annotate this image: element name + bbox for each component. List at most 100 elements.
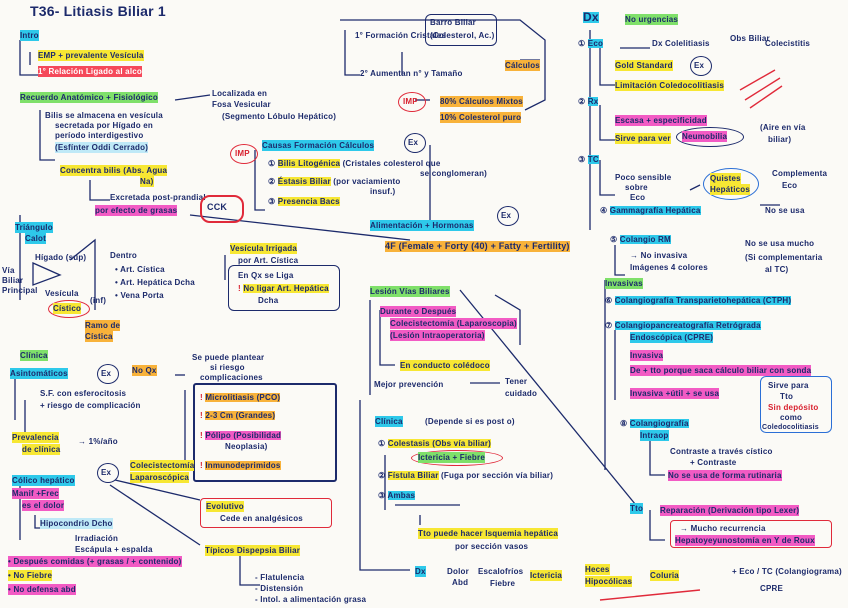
tc-2: sobre — [625, 183, 648, 192]
hepat: Hepatoyeyunostomía en Y de Roux — [675, 535, 815, 546]
form-line-3: (Colesterol, Ac.) — [430, 31, 495, 40]
gamma-2: No se usa — [765, 206, 805, 215]
imp-circle-2 — [230, 144, 258, 164]
inmuno-line: ! Inmunodeprimidos — [200, 461, 281, 470]
les-line-1: Durante o Después — [380, 306, 457, 317]
concentra-line-1: Concentra bilis (Abs. Agua — [60, 165, 168, 176]
macro-line: ! 2-3 Cm (Grandes) — [200, 411, 276, 420]
ramo-label: Ramo de — [85, 320, 121, 331]
prevalencia-line-2: de clínica — [22, 444, 61, 455]
heces-line-1: Heces — [585, 564, 610, 575]
cpre-3: Invasiva — [630, 350, 664, 361]
form-line-2: Barro Biliar — [430, 18, 476, 27]
colico-line-3: es el dolor — [22, 500, 65, 511]
excretada-line-2: por efecto de grasas — [95, 205, 178, 216]
icter-bottom: Ictericia — [530, 570, 563, 581]
les-line-7: cuidado — [505, 389, 538, 398]
causa-1-b: se conglomeran) — [420, 169, 488, 178]
colico-line-2: Manif +Frec — [12, 488, 59, 499]
flat-line-2: - Distensión — [255, 584, 304, 593]
asint-ex-label: Ex — [101, 369, 112, 378]
sirve-5: Coledocolitiasis — [762, 424, 819, 431]
colrm-4: (Si complementaria — [745, 253, 823, 262]
vesicula-label: Vesícula — [45, 289, 79, 298]
tipicos-line: Típicos Dispepsia Biliar — [205, 545, 301, 556]
tc-6: Complementa — [772, 169, 828, 178]
evol-line-2: Cede en analgésicos — [220, 514, 303, 523]
heces-line-2: Hipocólicas — [585, 576, 633, 587]
ali-ex-circle — [497, 206, 519, 226]
causa-2-b: insuf.) — [370, 187, 396, 196]
cli-2: ② Fístula Biliar (Fuga por sección vía b… — [378, 471, 554, 480]
colrm-5: al TC) — [765, 265, 789, 274]
colrm-2: Imágenes 4 colores — [630, 263, 708, 272]
imp-label-2: IMP — [235, 149, 250, 158]
colico-ex-circle — [97, 463, 119, 483]
rx-4: (Aire en vía — [760, 123, 806, 132]
tto-line-2: por sección vasos — [455, 542, 529, 551]
dx-heading: Dx — [583, 10, 599, 24]
principal-label: Principal — [2, 286, 38, 295]
gamma-row: ④ Gammagrafía Hepática — [600, 206, 701, 215]
reparacion: Reparación (Derivación tipo Lexer) — [660, 505, 800, 516]
bilis-line-4: (Esfínter Oddi Cerrado) — [55, 142, 149, 153]
colint-4: + Contraste — [690, 458, 737, 467]
cli-heading: Clínica — [375, 416, 403, 427]
escalo-line-1: Escalofríos — [478, 567, 524, 576]
biliar-label: Biliar — [2, 276, 24, 285]
cli-sub: (Depende si es post o) — [425, 417, 515, 426]
cistico-label: Cístico — [53, 303, 82, 314]
recuerdo-heading: Recuerdo Anatómico + Fisiológico — [20, 92, 158, 103]
eco-bottom: + Eco / TC (Colangiograma) — [732, 567, 842, 576]
cpre-row-1: ⑦ Colangiopancreatografía Retrógrada — [605, 321, 761, 330]
causas-ex-circle — [404, 133, 426, 153]
eco-3: Colecistitis — [765, 39, 811, 48]
flat-line-1: - Flatulencia — [255, 573, 305, 582]
hipocondrio-line-2: Irradiación — [75, 534, 119, 543]
vesirr-line-2: por Art. Cística — [238, 256, 299, 265]
liga-line-1: En Qx se Liga — [238, 271, 294, 280]
asint-ex-circle — [97, 364, 119, 384]
rx-row: ② Rx — [578, 97, 599, 106]
rx-5: biliar) — [768, 135, 792, 144]
loc-line-1: Localizada en — [212, 89, 268, 98]
lesion-heading: Lesión Vías Biliares — [370, 286, 450, 297]
page-title: T36- Litiasis Biliar 1 — [30, 3, 166, 19]
dolor-line-1: Dolor — [447, 567, 469, 576]
colint-row-2: Intraop — [640, 430, 669, 441]
via-label: Vía — [2, 266, 15, 275]
hipocondrio-line-3: Escápula + espalda — [75, 545, 153, 554]
concentra-line-2: Na) — [140, 176, 154, 187]
despues-line-3: • No defensa abd — [8, 584, 76, 595]
causas-heading: Causas Formación Cálculos — [262, 140, 375, 151]
cck-label: CCK — [207, 202, 228, 212]
art-3: • Vena Porta — [115, 291, 164, 300]
dolor-line-2: Abd — [452, 578, 469, 587]
les-line-5: Mejor prevención — [374, 380, 444, 389]
colint-row-1: ⑧ Colangiografía — [620, 419, 689, 428]
tc-1: Poco sensible — [615, 173, 672, 182]
liga-box — [228, 265, 340, 311]
causas-ex-label: Ex — [408, 138, 419, 147]
se-puede-1: Se puede plantear — [192, 353, 265, 362]
prevalencia-line-3: → 1%/año — [78, 437, 118, 446]
despues-line-1: • Después comidas (+ grasas / + contenid… — [8, 556, 182, 567]
se-puede-3: complicaciones — [200, 373, 263, 382]
cck-box — [200, 195, 244, 223]
colec-line-2: Laparoscópica — [130, 472, 190, 483]
evol-line-1: Evolutivo — [206, 501, 244, 512]
hepat-box — [670, 520, 832, 548]
cistico-circle — [48, 300, 90, 318]
polipo-line-1: ! Pólipo (Posibilidad — [200, 431, 282, 440]
sirve-3: Sin depósito — [768, 403, 819, 412]
polipo-line-2: Neoplasia) — [225, 442, 268, 451]
imp-circle-1 — [398, 92, 426, 112]
evol-box — [200, 498, 332, 528]
sirve-4: como — [780, 413, 803, 422]
colint-3: Contraste a través cístico — [670, 447, 773, 456]
cli-1: ① Colestasis (Obs vía biliar) — [378, 439, 492, 448]
les-line-4: En conducto colédoco — [400, 360, 490, 371]
cli-1-b: Ictericia + Fiebre — [418, 452, 485, 463]
imp-label-1: IMP — [403, 97, 418, 106]
inf-label: (inf) — [90, 296, 107, 305]
